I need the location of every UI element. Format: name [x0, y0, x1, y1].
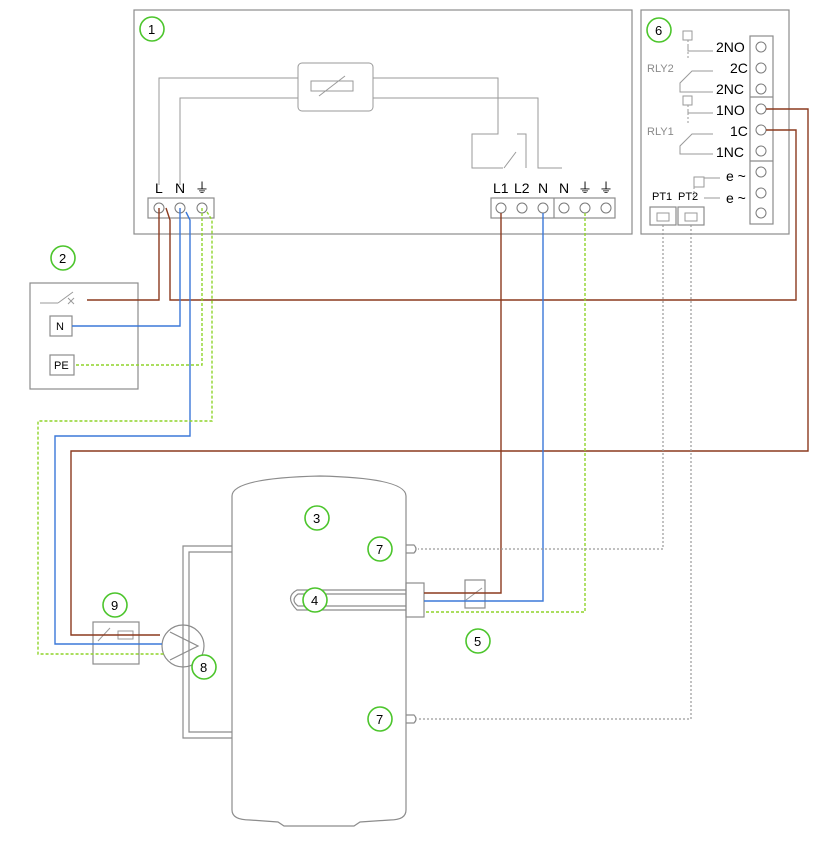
terminal-label-l2: L2	[514, 180, 530, 196]
supply-pe-label: PE	[54, 360, 69, 372]
wire-sensor-pt1	[418, 225, 664, 550]
contact-label-1no: 1NO	[716, 102, 745, 118]
sensor-port-label-pt2: PT2	[678, 191, 698, 203]
terminal-label-n1: N	[538, 180, 548, 196]
supply-label-1: e ~	[726, 168, 746, 184]
sensor-port-pt2[interactable]	[677, 206, 705, 226]
terminal-label-l1: L1	[493, 180, 509, 196]
wire-neutral-heater	[424, 213, 544, 602]
contactor	[464, 579, 486, 609]
sensor-port-label-pt1: PT1	[652, 191, 672, 203]
output-terminal-block	[490, 197, 616, 219]
thermostat-element	[297, 62, 374, 112]
terminal-label-n: N	[175, 180, 185, 196]
relay-label-rly2: RLY2	[647, 63, 674, 75]
callout-2: 2	[50, 245, 76, 271]
contact-label-2c: 2C	[730, 60, 748, 76]
wire-live-supply	[87, 208, 160, 301]
svg-text:4: 4	[311, 593, 318, 608]
wire-earth-heater	[424, 213, 586, 613]
wire-live-relay-c	[165, 129, 797, 301]
pump-switch	[92, 621, 140, 665]
callout-1: 1	[139, 16, 165, 42]
callout-8: 8	[191, 654, 217, 680]
wire-earth-pump	[37, 211, 213, 655]
svg-text:7: 7	[376, 712, 383, 727]
immersion-heater	[289, 589, 406, 611]
terminal-label-pe: ⏚	[195, 180, 209, 196]
supply-terminal-block	[147, 197, 215, 219]
callout-9: 9	[102, 592, 128, 618]
relay-module: RLY2 RLY1 2NO 2C 2NC 1NO 1C 1NC e ~ e ~ …	[640, 9, 790, 235]
contact-label-1c: 1C	[730, 123, 748, 139]
hot-water-tank	[182, 475, 425, 827]
callout-7-bottom: 7	[367, 706, 393, 732]
svg-text:9: 9	[111, 598, 118, 613]
svg-text:5: 5	[474, 634, 481, 649]
terminal-label-n2: N	[559, 180, 569, 196]
contact-label-2nc: 2NC	[716, 81, 744, 97]
wire-earth-supply	[74, 208, 203, 366]
callout-4: 4	[302, 587, 328, 613]
terminal-pe-out[interactable]	[579, 202, 591, 214]
circulation-pump	[161, 624, 205, 668]
callout-3: 3	[304, 505, 330, 531]
heater-flange	[405, 582, 425, 618]
relay-label-rly1: RLY1	[647, 126, 674, 138]
terminal-label-l: L	[155, 180, 163, 196]
supply-label-2: e ~	[726, 190, 746, 206]
svg-text:3: 3	[313, 511, 320, 526]
controller-unit: L N ⏚ L1 L2 N N ⏚ ⏚	[133, 9, 633, 235]
wire-neutral-supply	[72, 208, 181, 327]
terminal-n-2[interactable]	[558, 202, 570, 214]
mains-supply-panel: N PE	[29, 282, 139, 390]
svg-text:2: 2	[59, 251, 66, 266]
callout-7-top: 7	[367, 536, 393, 562]
svg-text:1: 1	[148, 22, 155, 37]
svg-text:6: 6	[655, 23, 662, 38]
callout-5: 5	[465, 628, 491, 654]
sensor-well-bottom	[406, 714, 417, 724]
wire-live-relay-no-pump	[70, 108, 809, 636]
svg-text:7: 7	[376, 542, 383, 557]
terminal-label-pe2: ⏚	[599, 180, 613, 196]
terminal-n-out[interactable]	[537, 202, 549, 214]
callout-6: 6	[646, 17, 672, 43]
sensor-well-top	[406, 544, 417, 554]
terminal-l1[interactable]	[495, 202, 507, 214]
sensor-port-pt1[interactable]	[649, 206, 677, 226]
wire-neutral-pump	[54, 211, 191, 645]
wire-live-heater	[424, 213, 502, 594]
contact-label-1nc: 1NC	[716, 144, 744, 160]
svg-text:8: 8	[200, 660, 207, 675]
wire-sensor-pt2	[418, 225, 692, 720]
contact-label-2no: 2NO	[716, 39, 745, 55]
supply-neutral-label: N	[56, 321, 64, 333]
terminal-l2[interactable]	[516, 202, 528, 214]
terminal-label-pe1: ⏚	[578, 180, 592, 196]
terminal-pe-2[interactable]	[600, 202, 612, 214]
supply-pe-terminal	[49, 354, 75, 376]
